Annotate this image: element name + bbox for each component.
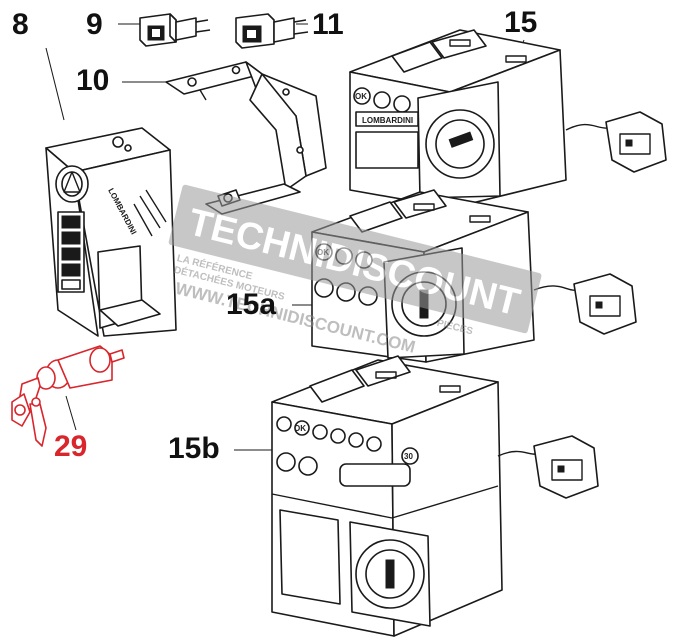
box15-brand-text: LOMBARDINI (362, 116, 413, 125)
part-15-control-box: OK LOMBARDINI (349, 29, 667, 209)
box15b-30-label: 30 (404, 452, 413, 461)
callout-8: 8 (12, 8, 29, 41)
part-29-ignition-key-switch (11, 345, 125, 447)
part-11-rocker-switch (235, 13, 309, 49)
box15-ok-label: OK (355, 92, 367, 101)
part-8-key-panel-housing: LOMBARDINI (45, 127, 177, 337)
callout-10: 10 (76, 64, 110, 97)
part-15b-double-control-box: OK 30 (271, 355, 599, 637)
box15b-ok-label: OK (294, 424, 306, 433)
callout-15b: 15b (168, 432, 220, 465)
callout-15: 15 (504, 6, 538, 39)
callout-9: 9 (86, 8, 103, 41)
callout-15a: 15a (226, 288, 277, 321)
callout-29: 29 (54, 430, 88, 463)
callout-11: 11 (312, 8, 344, 41)
part-9-rocker-switch (139, 13, 211, 47)
